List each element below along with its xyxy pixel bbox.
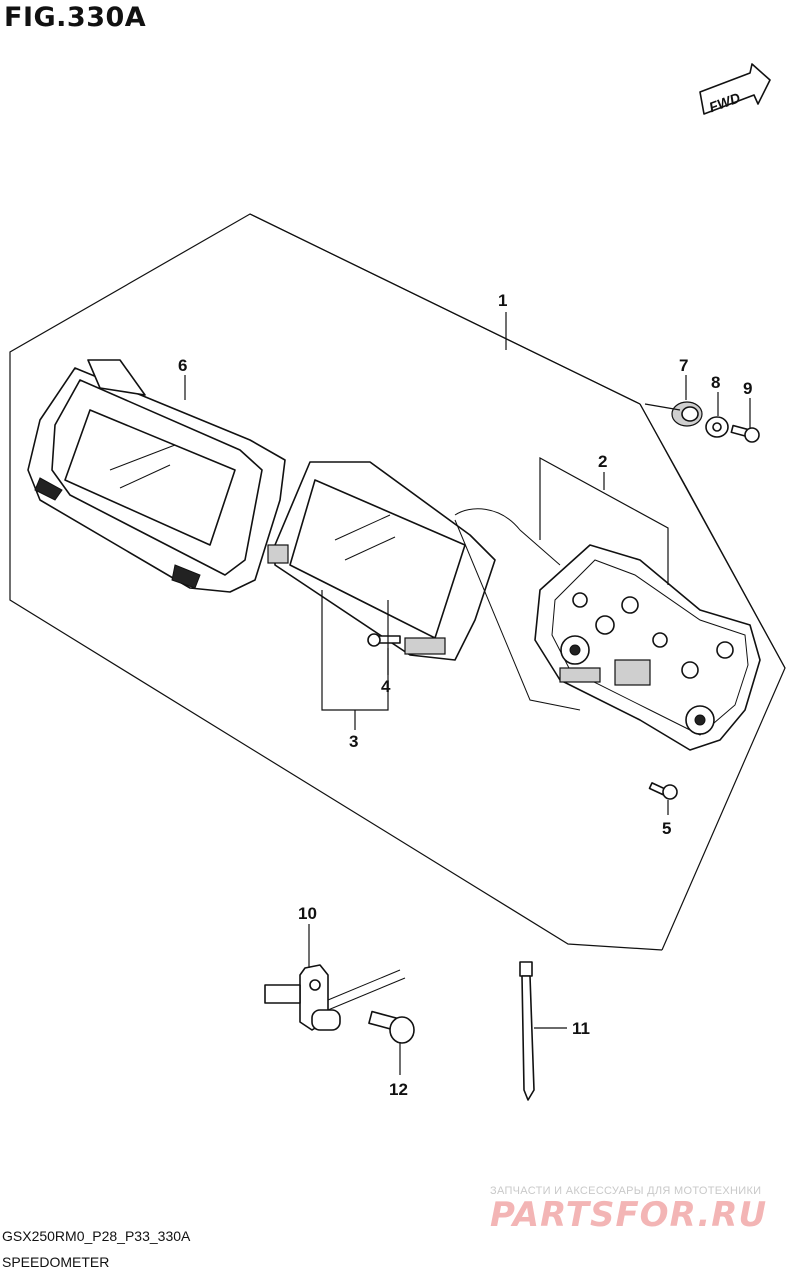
fwd-arrow-icon: FWD bbox=[699, 63, 771, 115]
diagram-code: GSX250RM0_P28_P33_330A bbox=[2, 1228, 191, 1244]
figure-title: FIG.330A bbox=[4, 2, 147, 33]
grommet-7 bbox=[671, 401, 703, 427]
meter-lens-frame bbox=[267, 461, 496, 661]
screw-4 bbox=[367, 633, 401, 647]
callout-6: 6 bbox=[178, 356, 187, 375]
screw-9 bbox=[730, 424, 760, 443]
callout-12: 12 bbox=[389, 1080, 408, 1099]
cable-tie-11 bbox=[519, 961, 535, 1101]
callout-8: 8 bbox=[711, 373, 720, 392]
meter-housing bbox=[454, 508, 761, 751]
washer-8 bbox=[705, 416, 729, 438]
speed-sensor bbox=[264, 964, 406, 1031]
meter-cover bbox=[27, 359, 286, 593]
callout-4: 4 bbox=[381, 677, 391, 696]
callout-11: 11 bbox=[572, 1019, 590, 1038]
callout-10: 10 bbox=[298, 904, 317, 923]
callout-5: 5 bbox=[662, 819, 671, 838]
bolt-12 bbox=[368, 1010, 415, 1044]
watermark-caption: ЗАПЧАСТИ И АКСЕССУАРЫ ДЛЯ МОТОТЕХНИКИ bbox=[490, 1185, 762, 1197]
callout-9: 9 bbox=[743, 379, 752, 398]
callout-3: 3 bbox=[349, 732, 358, 751]
screw-5 bbox=[648, 782, 678, 800]
watermark-logo: PARTSFOR.RU bbox=[490, 1195, 768, 1235]
callout-1: 1 bbox=[498, 291, 507, 310]
callout-7: 7 bbox=[679, 356, 688, 375]
diagram-name: SPEEDOMETER bbox=[2, 1254, 110, 1270]
callout-2: 2 bbox=[598, 452, 607, 471]
